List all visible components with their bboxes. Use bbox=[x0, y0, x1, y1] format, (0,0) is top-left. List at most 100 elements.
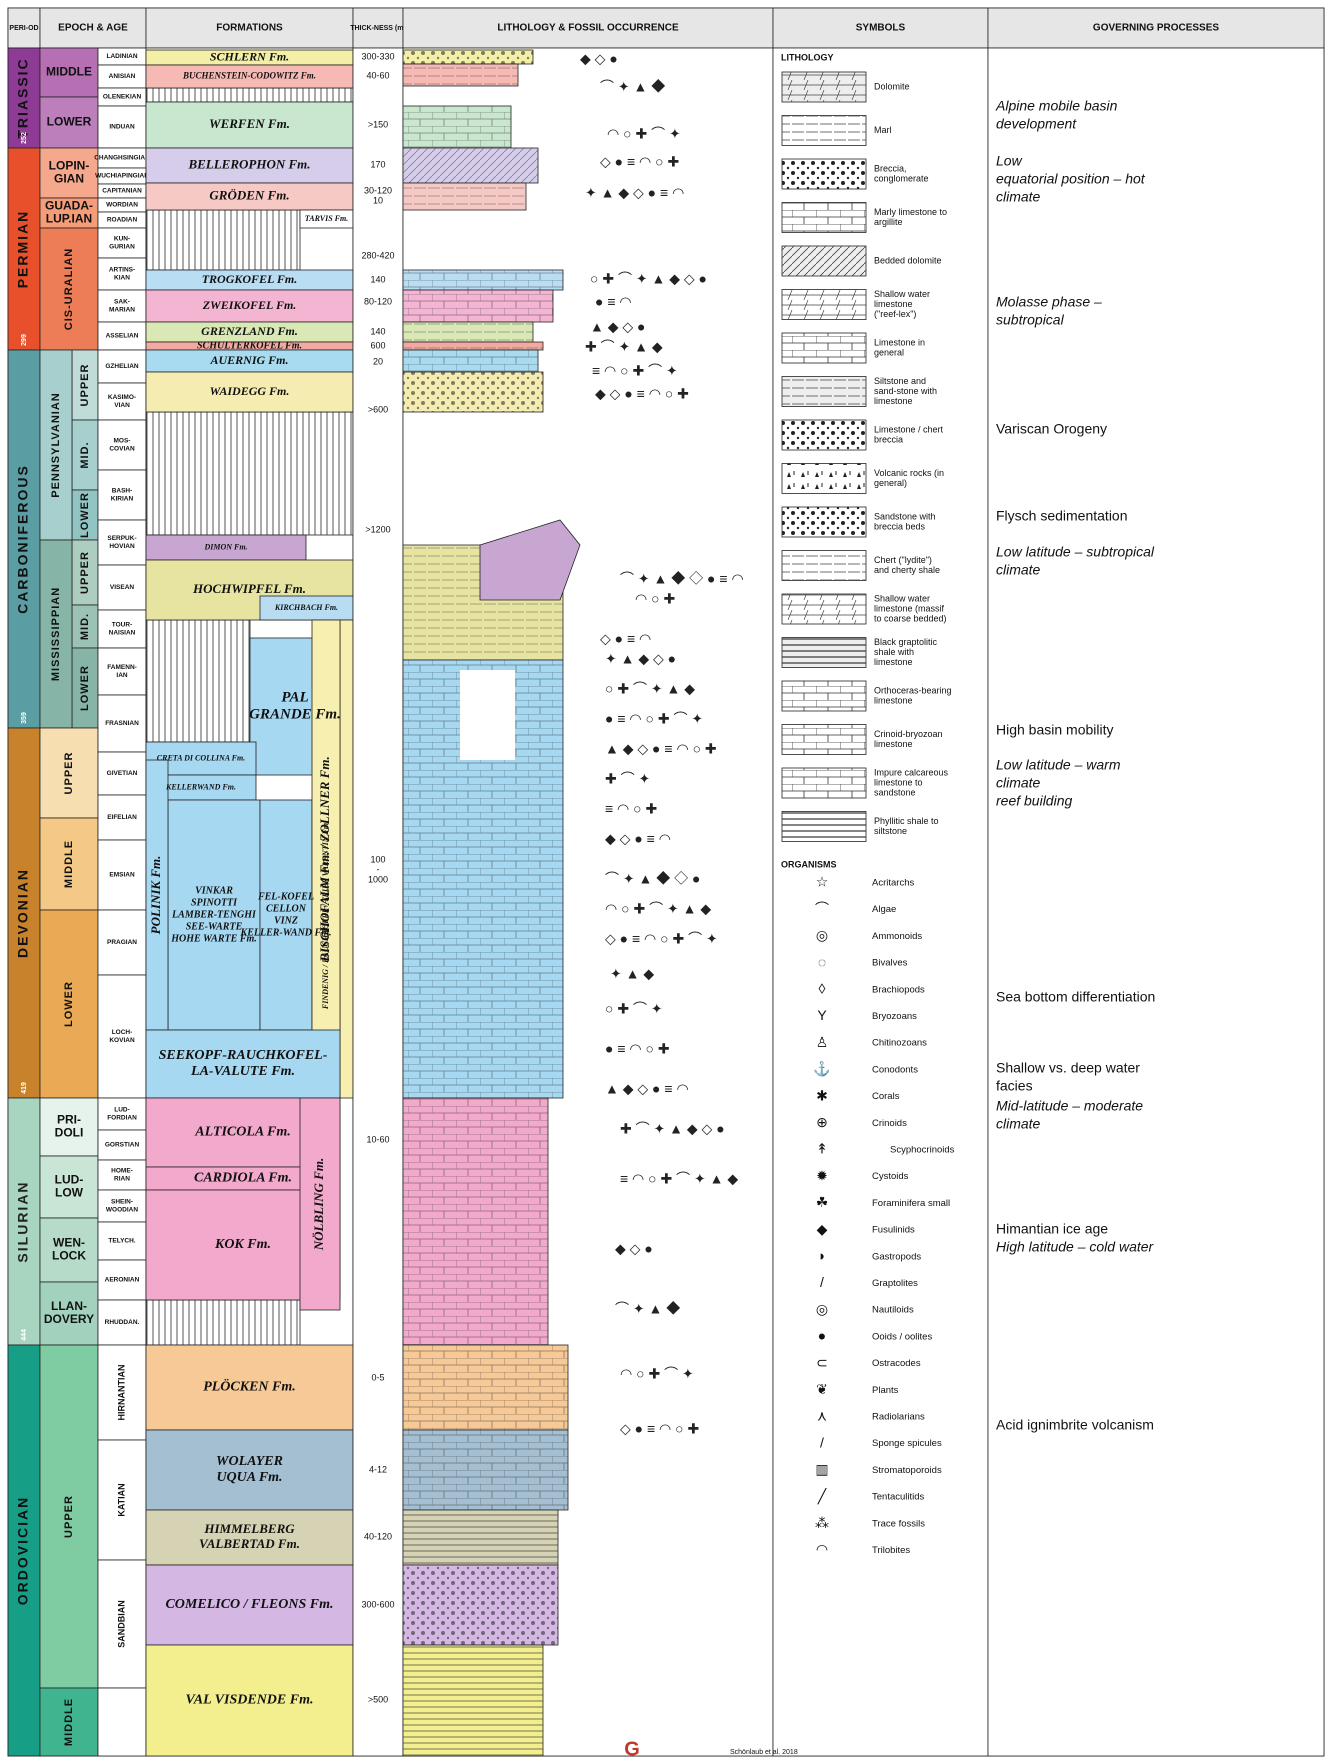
stage-label: WOODIAN bbox=[106, 1207, 138, 1214]
stage-label: LADINIAN bbox=[106, 53, 137, 60]
process-text: Low bbox=[996, 153, 1023, 169]
fossil-symbol-row: ✦ ▲ ◆ ◇ ● ≡ ◠ bbox=[585, 185, 684, 201]
thickness-value: >150 bbox=[368, 119, 388, 129]
epoch-cell bbox=[39, 147, 99, 199]
lithology-pattern bbox=[403, 64, 518, 86]
fossil-symbol-row: ● ≡ ◠ ○ ✚ bbox=[605, 1041, 670, 1057]
epoch-cell bbox=[39, 227, 99, 351]
fossil-symbol-row: ◠ ○ ✚ ⌒ ✦ ▲ ◆ bbox=[605, 901, 711, 917]
formation-7 bbox=[145, 289, 354, 323]
formation-28 bbox=[299, 1097, 341, 1311]
formation-label: KELLERWAND Fm. bbox=[165, 782, 236, 791]
thickness-value: 140 bbox=[370, 274, 385, 284]
stage-label: GIVETIAN bbox=[107, 770, 138, 777]
formation-2 bbox=[145, 101, 354, 149]
process-text: Low latitude – subtropical bbox=[996, 544, 1155, 560]
lithology-legend-label: Shallow water bbox=[874, 289, 930, 299]
stage-cell bbox=[97, 257, 147, 291]
fossil-symbol-row: ✚ ⌒ ✦ bbox=[605, 771, 651, 787]
lithology-swatch-pattern bbox=[782, 637, 866, 668]
lithology-legend-label: Crinoid-bryozoan bbox=[874, 729, 943, 739]
formation-label: HIMMELBERG bbox=[203, 1521, 295, 1536]
lithology-legend-label: breccia bbox=[874, 434, 903, 444]
process-text: facies bbox=[996, 1078, 1033, 1094]
stage-label: SHEIN- bbox=[111, 1199, 133, 1206]
organism-symbol: ╱ bbox=[817, 1488, 828, 1505]
organism-symbol: ◌ bbox=[818, 954, 826, 970]
formation-label: UQUA Fm. bbox=[216, 1470, 282, 1485]
process-text: Variscan Orogeny bbox=[996, 421, 1107, 437]
stage-label: SANDBIAN bbox=[116, 1600, 126, 1648]
logo-text: G bbox=[624, 1738, 640, 1760]
formation-label: GRÖDEN Fm. bbox=[209, 187, 289, 202]
organism-legend-label: Trilobites bbox=[872, 1545, 910, 1556]
stage-label: MARIAN bbox=[109, 307, 135, 314]
organism-legend-label: Stromatoporoids bbox=[872, 1465, 942, 1476]
lithology-legend-label: siltstone bbox=[874, 826, 907, 836]
lithology-legend-label: sandstone bbox=[874, 787, 916, 797]
stage-label: EMSIAN bbox=[109, 872, 135, 879]
stage-cell bbox=[97, 419, 147, 471]
header-label-formations: FORMATIONS bbox=[216, 23, 283, 34]
fossil-symbol-row: ◇ ● ≡ ◠ ○ ✚ bbox=[620, 1421, 699, 1437]
process-text: reef building bbox=[996, 793, 1072, 809]
lithology-swatch-pattern bbox=[782, 594, 866, 624]
boundary-age: 252 bbox=[21, 132, 28, 144]
lithology-pattern bbox=[403, 106, 511, 148]
organism-legend-label: Gastropods bbox=[872, 1251, 921, 1262]
epoch-label: PENNSYLVANIAN bbox=[50, 392, 62, 498]
process-text: development bbox=[996, 116, 1077, 132]
process-text: climate bbox=[996, 189, 1041, 205]
epoch-cell bbox=[71, 349, 99, 421]
organisms-legend-title: ORGANISMS bbox=[781, 859, 837, 869]
lithology-pattern bbox=[403, 1645, 543, 1756]
hiatus-hatch bbox=[145, 1299, 301, 1346]
lithology-pattern bbox=[403, 1098, 548, 1345]
epoch-label: MIDDLE bbox=[63, 840, 75, 888]
boundary-age: 419 bbox=[21, 1082, 28, 1094]
thickness-value: >500 bbox=[368, 1694, 388, 1704]
organism-symbol: ⌒ bbox=[815, 900, 829, 916]
stage-label: SERPUK- bbox=[107, 535, 136, 542]
lithology-legend-label: Marl bbox=[874, 125, 892, 135]
formation-label: WERFEN Fm. bbox=[209, 116, 290, 131]
period-label: DEVONIAN bbox=[15, 868, 31, 958]
lithology-legend-label: Breccia, bbox=[874, 163, 907, 173]
governing-processes: Alpine mobile basindevelopmentLowequator… bbox=[987, 47, 1325, 1757]
lithology-legend-label: argillite bbox=[874, 217, 903, 227]
fossil-symbol-row: ● ≡ ◠ ○ ✚ ⌒ ✦ bbox=[605, 711, 703, 727]
process-text: equatorial position – hot bbox=[996, 171, 1146, 187]
epoch-cell bbox=[39, 817, 99, 911]
epoch-cell bbox=[39, 539, 73, 729]
epoch-label: LUD- bbox=[55, 1173, 84, 1187]
fossil-symbol-row: ▲ ◆ ◇ ● ≡ ◠ ○ ✚ bbox=[605, 741, 717, 757]
formation-15 bbox=[339, 619, 354, 1099]
fossil-symbol-row: ▲ ◆ ◇ ● bbox=[590, 319, 646, 335]
epoch-label: LOCK bbox=[52, 1249, 86, 1263]
lithology-legend-label: limestone bbox=[874, 695, 913, 705]
lithology-legend-label: Marly limestone to bbox=[874, 207, 947, 217]
formation-23 bbox=[311, 619, 341, 1099]
stage-label: IAN bbox=[116, 672, 128, 679]
fossil-symbol-row: ○ ✚ ⌒ ✦ bbox=[605, 1001, 663, 1017]
lithology-swatch-pattern bbox=[782, 811, 866, 842]
organism-symbol: ♙ bbox=[816, 1034, 829, 1050]
epoch-label: UPPER bbox=[63, 1495, 75, 1538]
stage-cell bbox=[97, 1299, 147, 1346]
lithology-swatch-pattern bbox=[782, 72, 866, 102]
formation-label: PLÖCKEN Fm. bbox=[203, 1378, 296, 1395]
thickness-value: 1000 bbox=[368, 874, 388, 884]
epoch-label: LOWER bbox=[79, 665, 91, 711]
boundary-age: 444 bbox=[21, 1329, 28, 1341]
organism-symbol: ☆ bbox=[816, 874, 829, 890]
lithology-swatch-pattern bbox=[782, 376, 866, 407]
lithology-pattern bbox=[403, 148, 538, 183]
formation-label: WOLAYER bbox=[216, 1454, 283, 1469]
hiatus-hatch bbox=[145, 619, 251, 743]
organism-legend-label: Acritarchs bbox=[872, 878, 914, 889]
epoch-column: MIDDLELOWERLOPIN-GIANGUADA-LUP.IANCIS-UR… bbox=[39, 47, 99, 1757]
lithology-legend-label: Chert ("lydite") bbox=[874, 555, 932, 565]
fossil-symbol-row: ✦ ▲ ◆ ◇ ● bbox=[605, 651, 676, 667]
header-cell-lithology_fossils bbox=[402, 7, 774, 49]
lithology-legend-label: general bbox=[874, 347, 904, 357]
